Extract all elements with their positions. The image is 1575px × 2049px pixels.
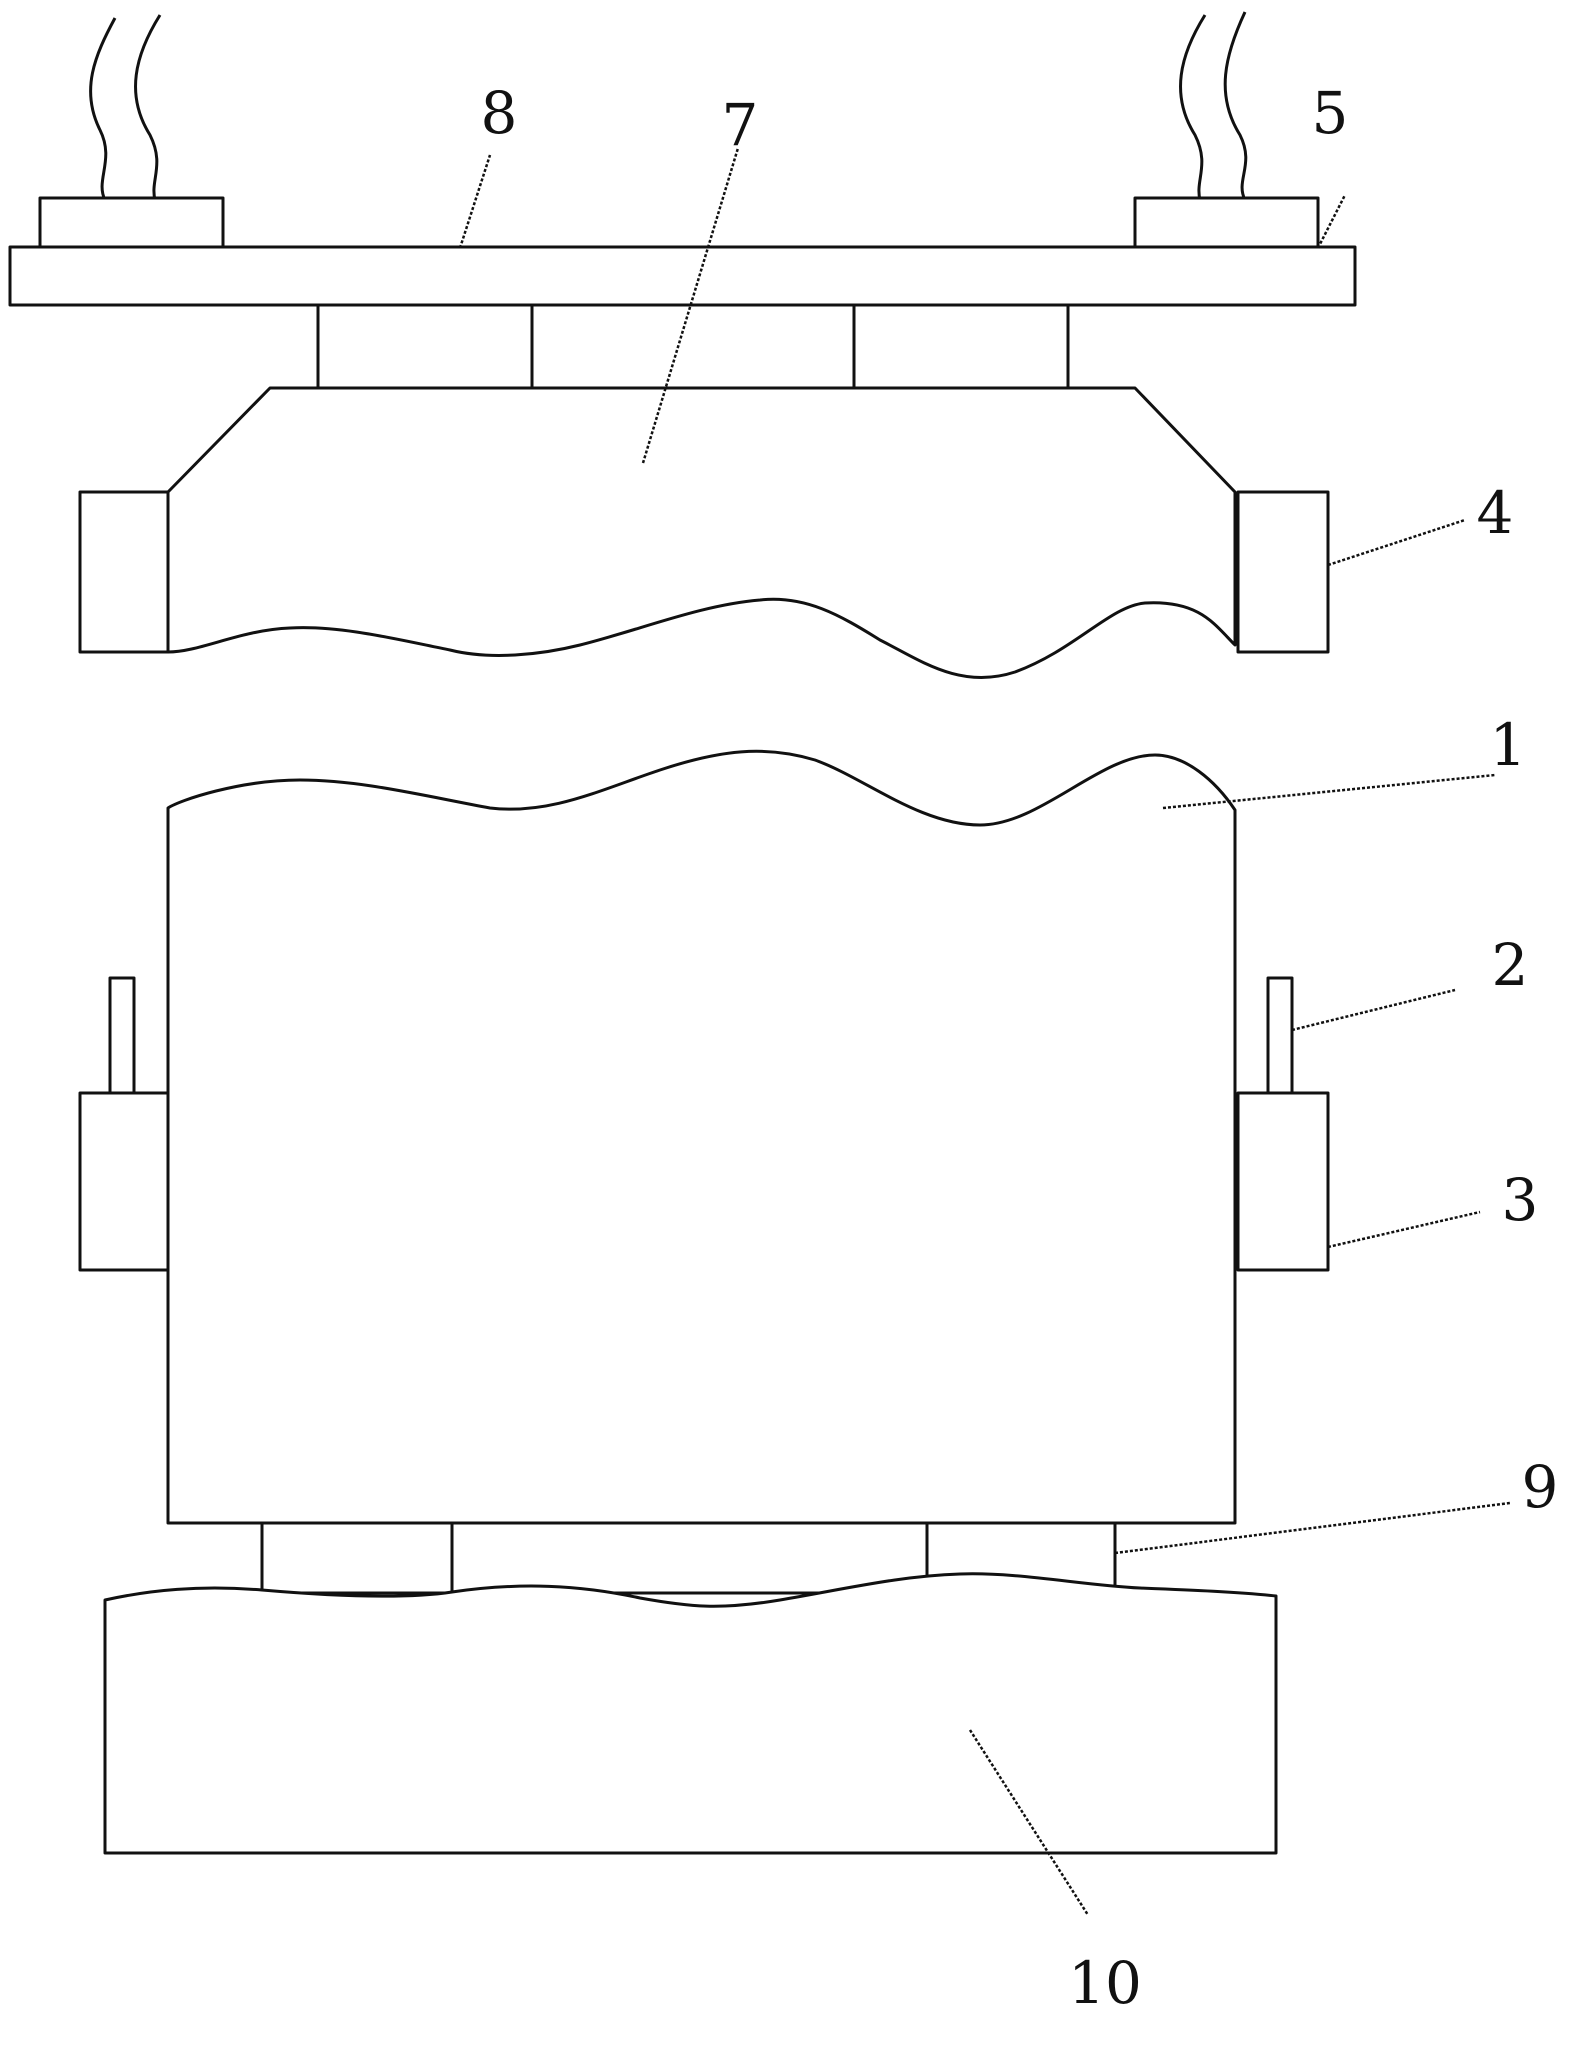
spacer-block-top-3	[852, 303, 1070, 390]
spacer-block-top-2	[530, 303, 856, 390]
callout-4: 4	[1477, 479, 1514, 547]
callout-3: 3	[1502, 1166, 1539, 1234]
connector-block-left	[38, 196, 225, 249]
leader-line-10	[968, 1729, 1090, 1916]
side-block-lower-right	[1236, 1091, 1330, 1272]
leader-line-9	[1114, 1501, 1511, 1555]
cable-right-outer	[1179, 14, 1207, 201]
side-block-upper-left	[78, 490, 170, 654]
callout-1: 1	[1490, 711, 1527, 779]
callout-8: 8	[481, 79, 518, 147]
leader-line-1	[1162, 773, 1496, 810]
callout-10: 10	[1068, 1949, 1142, 2017]
leader-line-4	[1327, 518, 1466, 567]
guide-pin-right	[1266, 976, 1294, 1095]
side-block-upper-right	[1236, 490, 1330, 654]
connector-block-right	[1133, 196, 1320, 249]
cable-right-inner	[1223, 11, 1248, 201]
spacer-block-bottom-1	[260, 1521, 454, 1595]
callout-7: 7	[722, 91, 759, 159]
side-block-lower-left	[78, 1091, 170, 1272]
leader-line-8	[458, 154, 492, 249]
cable-left-outer	[89, 17, 117, 201]
cable-left-inner	[134, 14, 162, 201]
top-plate	[8, 245, 1357, 307]
leader-line-3	[1327, 1210, 1481, 1249]
upper-mold	[166, 386, 1237, 680]
spacer-block-top-1	[316, 303, 534, 390]
callout-9: 9	[1522, 1453, 1559, 1521]
callout-5: 5	[1312, 79, 1349, 147]
leader-line-5	[1316, 194, 1347, 249]
leader-line-2	[1291, 988, 1456, 1032]
callout-2: 2	[1492, 931, 1529, 999]
guide-pin-left	[108, 976, 136, 1095]
base-plate	[103, 1572, 1278, 1855]
lower-mold	[166, 749, 1237, 1525]
spacer-block-bottom-2	[450, 1521, 929, 1595]
